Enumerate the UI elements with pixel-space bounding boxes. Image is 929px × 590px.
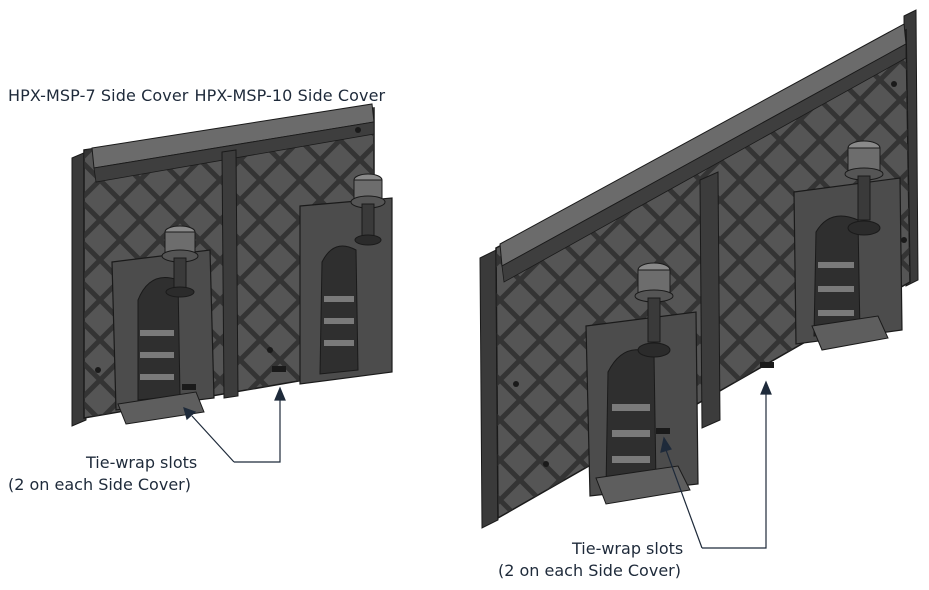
figure-title: HPX-MSP-7 Side Cover HPX-MSP-10 Side Cove… — [8, 86, 391, 105]
callout-right-line2: (2 on each Side Cover) — [498, 561, 681, 580]
callout-left-line1: Tie-wrap slots — [86, 453, 198, 472]
title-msp10: HPX-MSP-10 Side Cover — [194, 86, 386, 105]
title-msp7: HPX-MSP-7 Side Cover — [8, 86, 189, 105]
msp7-side-cover — [71, 103, 393, 427]
msp10-side-cover — [479, 9, 919, 529]
leader-lines-right — [660, 380, 772, 549]
callout-left: Tie-wrap slots (2 on each Side Cover) — [8, 452, 197, 496]
callout-right: Tie-wrap slots (2 on each Side Cover) — [498, 538, 683, 582]
callout-left-line2: (2 on each Side Cover) — [8, 475, 191, 494]
callout-right-line1: Tie-wrap slots — [572, 539, 684, 558]
leader-lines-left — [183, 386, 286, 463]
